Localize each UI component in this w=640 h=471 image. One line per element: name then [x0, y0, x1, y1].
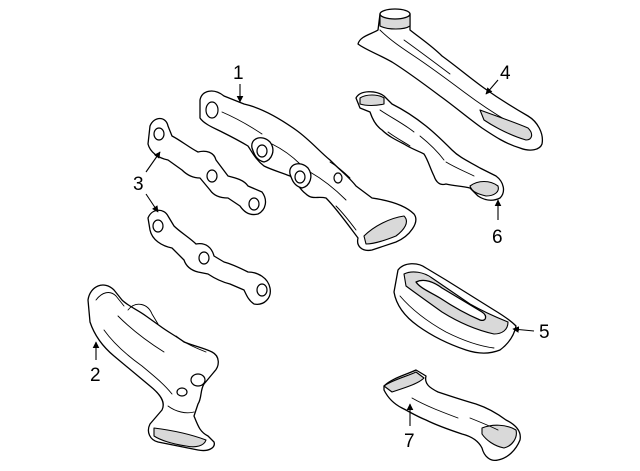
callout-4-number: 4 [500, 63, 511, 84]
part-3-gasket-lower [147, 209, 271, 305]
callout-7-number: 7 [404, 431, 415, 452]
callout-1-number: 1 [233, 63, 244, 84]
callout-5-leader [512, 326, 535, 333]
callout-3-number: 3 [133, 174, 144, 195]
part-1-exhaust-manifold [199, 90, 417, 252]
callout-6-number: 6 [492, 227, 503, 248]
part-3-gasket-upper [147, 117, 267, 216]
callout-4-leader [485, 79, 499, 95]
part-4-heat-shield [357, 8, 544, 151]
part-5-heat-shield [393, 263, 517, 354]
callout-5-number: 5 [539, 322, 550, 343]
callout-2-number: 2 [90, 365, 101, 386]
part-7-heat-shield [383, 369, 521, 462]
callout-3-leader [145, 151, 161, 213]
part-6-heat-shield [355, 91, 505, 201]
part-2-exhaust-manifold [87, 284, 219, 452]
